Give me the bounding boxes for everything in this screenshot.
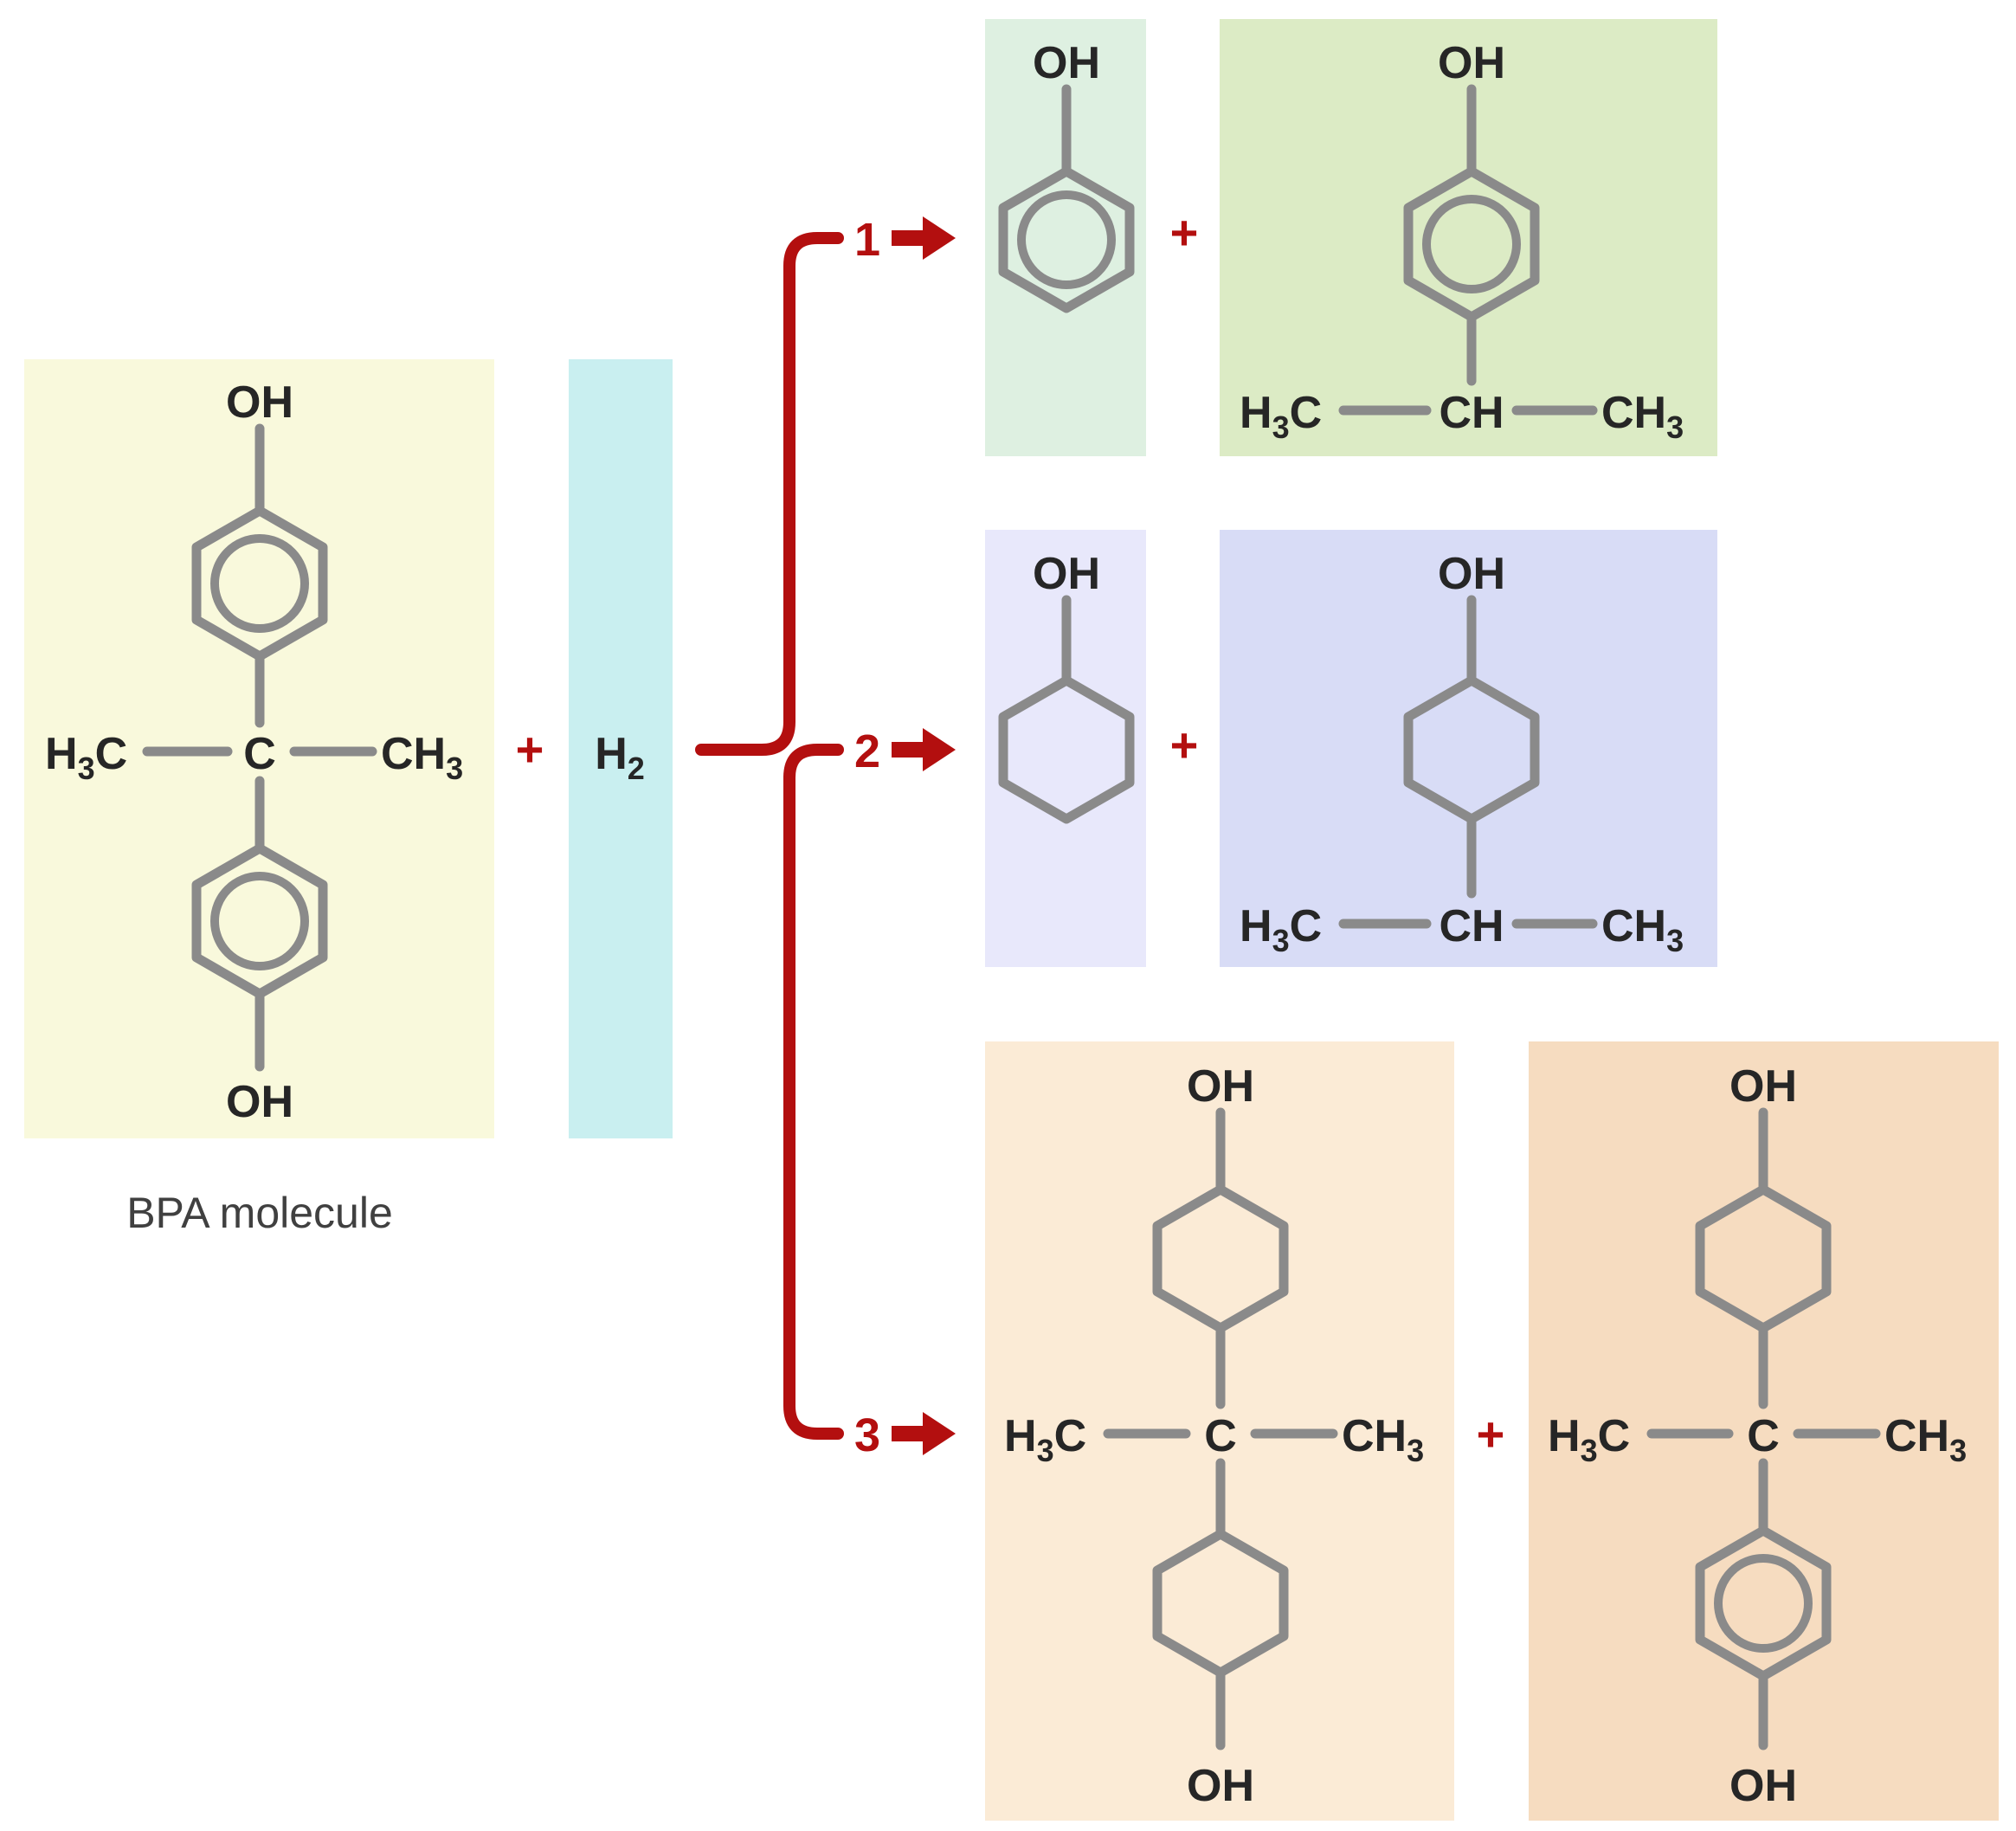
svg-text:CH: CH: [1439, 388, 1504, 438]
product-2b-isopropylcyclohexanol: OH H3C CH CH3: [1240, 549, 1684, 958]
pathway-3-arrow: [892, 1412, 956, 1455]
bpa-central-carbon: C: [243, 729, 276, 779]
product-3b-partially-hydrogenated-bpa: OH H3C C CH3 OH: [1548, 1061, 1967, 1811]
svg-text:OH: OH: [1033, 549, 1100, 599]
plus-pathway-3: +: [1477, 1407, 1505, 1461]
product-1b-isopropylphenol: OH H3C CH CH3: [1240, 38, 1684, 445]
svg-text:CH: CH: [1439, 901, 1504, 951]
hydrogen-formula: H2: [595, 729, 645, 786]
plus-pathway-1: +: [1170, 205, 1199, 260]
plus-reactants: +: [516, 722, 544, 777]
plus-pathway-2: +: [1170, 718, 1199, 772]
svg-text:C: C: [1204, 1411, 1237, 1461]
svg-text:OH: OH: [1729, 1761, 1797, 1811]
bpa-structure: OH H3C C CH3 OH: [45, 377, 463, 1127]
svg-text:OH: OH: [1438, 38, 1505, 88]
svg-text:OH: OH: [1187, 1761, 1254, 1811]
bpa-left-methyl: H3C: [45, 729, 127, 786]
pathway-1-number: 1: [854, 214, 880, 266]
product-2a-cyclohexanol: OH: [998, 549, 1135, 824]
bpa-caption: BPA molecule: [126, 1189, 393, 1237]
pathway-2-arrow: [892, 728, 956, 771]
svg-text:CH3: CH3: [1601, 901, 1684, 958]
product-1a-phenol: OH: [998, 38, 1135, 313]
svg-text:OH: OH: [1033, 38, 1100, 88]
svg-text:OH: OH: [1187, 1061, 1254, 1112]
svg-text:OH: OH: [1438, 549, 1505, 599]
svg-text:H3C: H3C: [1004, 1411, 1086, 1468]
svg-text:CH3: CH3: [1884, 1411, 1967, 1468]
svg-text:C: C: [1747, 1411, 1780, 1461]
hydrogen-panel: [569, 359, 673, 1138]
svg-text:CH3: CH3: [1342, 1411, 1424, 1468]
svg-text:H3C: H3C: [1240, 388, 1322, 445]
product-3a-hydrogenated-bpa: OH H3C C CH3 OH: [1004, 1061, 1424, 1811]
bpa-right-methyl: CH3: [381, 729, 463, 786]
svg-text:OH: OH: [1729, 1061, 1797, 1112]
svg-text:CH3: CH3: [1601, 388, 1684, 445]
pathway-2-number: 2: [854, 725, 880, 777]
reaction-bracket: [695, 232, 844, 1440]
bpa-oh-top: OH: [226, 377, 293, 428]
bracket-line: [695, 232, 844, 756]
pathway-3-number: 3: [854, 1409, 880, 1461]
svg-text:H3C: H3C: [1548, 1411, 1630, 1468]
svg-text:H3C: H3C: [1240, 901, 1322, 958]
pathway-1-arrow: [892, 216, 956, 260]
bpa-oh-bottom: OH: [226, 1077, 293, 1127]
